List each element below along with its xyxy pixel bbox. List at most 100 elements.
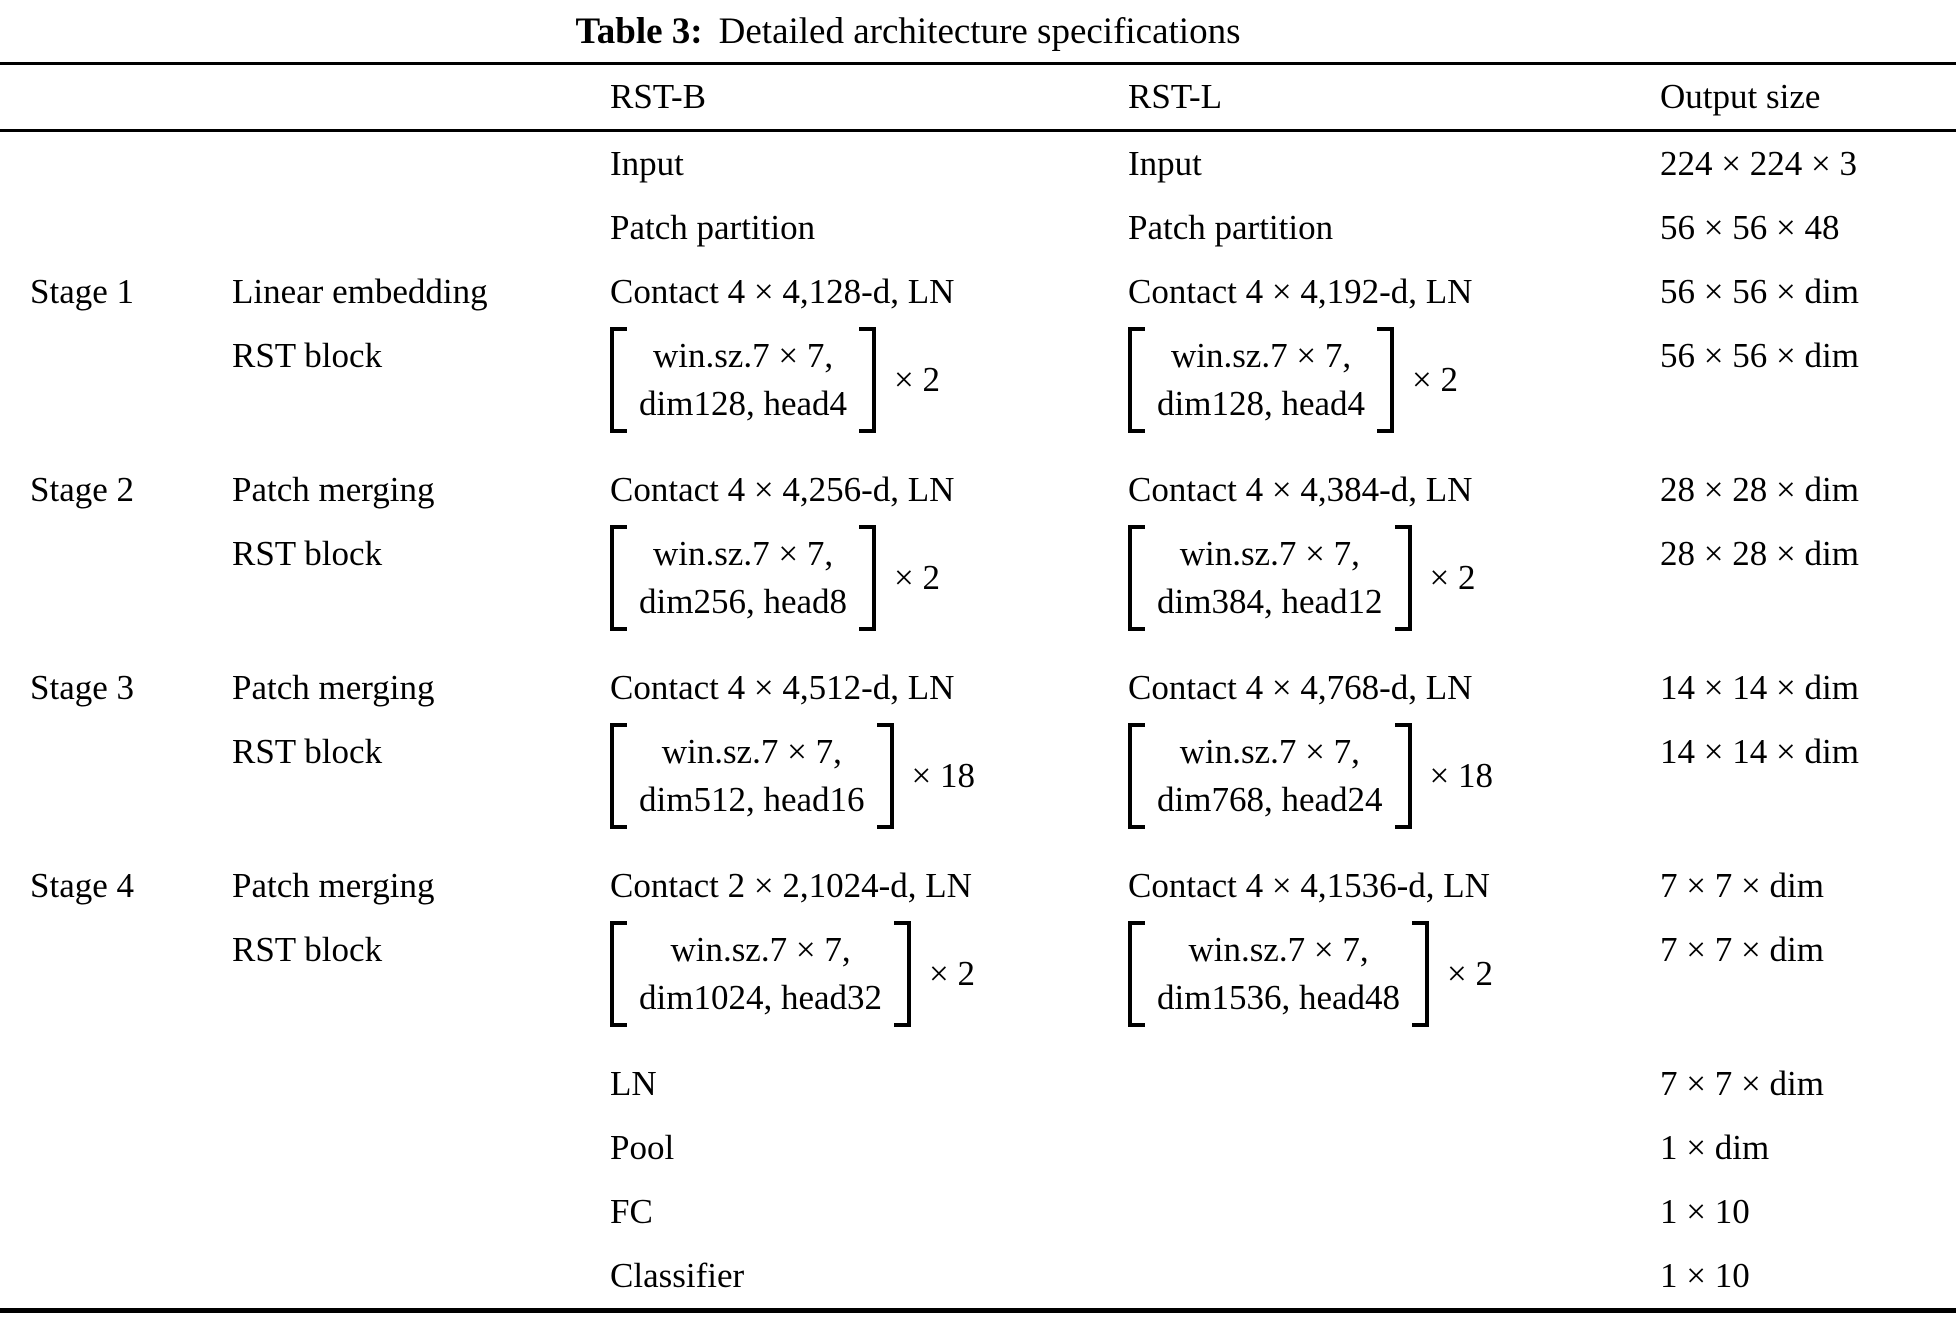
stage-cell: Stage 3 — [30, 668, 135, 707]
stage-cell — [0, 720, 232, 744]
block-spec-line: win.sz.7 × 7, — [661, 732, 842, 771]
block-spec-line: win.sz.7 × 7, — [652, 534, 834, 573]
rstl-cell: Contact 4 × 4,192-d, LN — [1128, 272, 1473, 311]
rstl-cell: win.sz.7 × 7, dim768, head24 × 18 — [1128, 720, 1660, 854]
right-bracket-icon — [859, 327, 877, 433]
output-cell: 14 × 14 × dim — [1660, 668, 1859, 707]
block-spec-line: dim384, head12 — [1157, 582, 1383, 621]
table-header-rule — [0, 129, 1956, 132]
left-bracket-icon — [1128, 327, 1145, 433]
block-spec-line: win.sz.7 × 7, — [652, 336, 834, 375]
right-bracket-icon — [894, 921, 912, 1027]
block-spec-matrix: win.sz.7 × 7, dim128, head4 — [610, 327, 877, 433]
table-caption-label: Table 3: — [575, 10, 703, 52]
operation-cell: Patch merging — [232, 866, 435, 905]
rstl-cell: Contact 4 × 4,1536-d, LN — [1128, 866, 1490, 905]
rstl-cell: win.sz.7 × 7, dim384, head12 × 2 — [1128, 522, 1660, 656]
block-spec-line: dim128, head4 — [1157, 384, 1366, 423]
rstb-cell: Patch partition — [610, 208, 816, 247]
rstb-cell: win.sz.7 × 7, dim1024, head32 × 2 — [610, 918, 1128, 1052]
block-spec-line: dim256, head8 — [639, 582, 848, 621]
left-bracket-icon — [1128, 723, 1145, 829]
output-cell: 56 × 56 × dim — [1660, 272, 1859, 311]
left-bracket-icon — [610, 327, 627, 433]
output-cell: 14 × 14 × dim — [1660, 732, 1859, 771]
rstb-cell: win.sz.7 × 7, dim256, head8 × 2 — [610, 522, 1128, 656]
rstb-cell: Contact 2 × 2,1024-d, LN — [610, 866, 972, 905]
operation-cell: RST block — [232, 930, 383, 969]
left-bracket-icon — [610, 921, 627, 1027]
block-spec-matrix: win.sz.7 × 7, dim256, head8 — [610, 525, 877, 631]
block-spec-matrix: win.sz.7 × 7, dim1536, head48 — [1128, 921, 1430, 1027]
stage-cell: Stage 2 — [30, 470, 135, 509]
stage-cell — [0, 132, 232, 156]
stage-cell — [0, 1244, 232, 1268]
stage-cell — [0, 324, 232, 348]
output-cell: 1 × 10 — [1660, 1192, 1750, 1231]
stage-cell — [0, 1180, 232, 1204]
operation-cell — [232, 196, 610, 220]
operation-cell — [232, 1052, 610, 1076]
block-spec-line: win.sz.7 × 7, — [1170, 336, 1352, 375]
repeat-count: × 2 — [894, 360, 941, 399]
repeat-count: × 2 — [929, 954, 976, 993]
block-spec-line: win.sz.7 × 7, — [670, 930, 851, 969]
output-cell: 28 × 28 × dim — [1660, 534, 1859, 573]
header-rstb-cell: RST-B — [610, 77, 706, 116]
rstb-cell: win.sz.7 × 7, dim128, head4 × 2 — [610, 324, 1128, 458]
block-spec-matrix: win.sz.7 × 7, dim512, head16 — [610, 723, 894, 829]
stage-cell: Stage 1 — [30, 272, 135, 311]
stage-cell — [0, 1116, 232, 1140]
table-caption: Table 3: Detailed architecture specifica… — [0, 0, 1956, 62]
right-bracket-icon — [1377, 327, 1395, 433]
right-bracket-icon — [1394, 723, 1412, 829]
rstb-cell: Contact 4 × 4,256-d, LN — [610, 470, 955, 509]
left-bracket-icon — [610, 525, 627, 631]
rstl-cell — [1128, 1052, 1660, 1076]
rstl-cell — [1128, 1244, 1660, 1268]
left-bracket-icon — [1128, 525, 1145, 631]
output-cell: 1 × dim — [1660, 1128, 1770, 1167]
operation-cell: Patch merging — [232, 470, 435, 509]
right-bracket-icon — [1412, 921, 1430, 1027]
block-spec-line: win.sz.7 × 7, — [1179, 534, 1360, 573]
repeat-count: × 2 — [1447, 954, 1494, 993]
operation-cell — [232, 132, 610, 156]
rstl-cell: win.sz.7 × 7, dim1536, head48 × 2 — [1128, 918, 1660, 1052]
header-operation-cell — [232, 65, 610, 89]
header-rstl-cell: RST-L — [1128, 77, 1223, 116]
rstb-cell: Contact 4 × 4,512-d, LN — [610, 668, 955, 707]
stage-cell: Stage 4 — [30, 866, 135, 905]
header-output-cell: Output size — [1660, 77, 1821, 116]
right-bracket-icon — [859, 525, 877, 631]
stage-cell — [0, 1052, 232, 1076]
stage-cell — [0, 522, 232, 546]
block-spec-matrix: win.sz.7 × 7, dim768, head24 — [1128, 723, 1412, 829]
rstl-cell — [1128, 1180, 1660, 1204]
repeat-count: × 2 — [1429, 558, 1476, 597]
block-spec-matrix: win.sz.7 × 7, dim1024, head32 — [610, 921, 912, 1027]
repeat-count: × 18 — [911, 756, 976, 795]
rstl-cell: Contact 4 × 4,768-d, LN — [1128, 668, 1473, 707]
operation-cell: Patch merging — [232, 668, 435, 707]
right-bracket-icon — [876, 723, 894, 829]
block-spec-line: dim768, head24 — [1157, 780, 1383, 819]
rstb-cell: Pool — [610, 1128, 675, 1167]
output-cell: 7 × 7 × dim — [1660, 1064, 1824, 1103]
table-body: Input Input 224 × 224 × 3 Patch partitio… — [0, 132, 1956, 1308]
operation-cell: RST block — [232, 336, 383, 375]
output-cell: 28 × 28 × dim — [1660, 470, 1859, 509]
output-cell: 1 × 10 — [1660, 1256, 1750, 1295]
repeat-count: × 2 — [1412, 360, 1459, 399]
stage-cell — [0, 196, 232, 220]
output-cell: 224 × 224 × 3 — [1660, 144, 1857, 183]
table-top-rule — [0, 62, 1956, 65]
rstl-cell: Contact 4 × 4,384-d, LN — [1128, 470, 1473, 509]
block-spec-line: dim128, head4 — [639, 384, 848, 423]
rstb-cell: FC — [610, 1192, 653, 1231]
block-spec-line: dim512, head16 — [639, 780, 865, 819]
block-spec-matrix: win.sz.7 × 7, dim384, head12 — [1128, 525, 1412, 631]
output-cell: 56 × 56 × 48 — [1660, 208, 1840, 247]
left-bracket-icon — [610, 723, 627, 829]
